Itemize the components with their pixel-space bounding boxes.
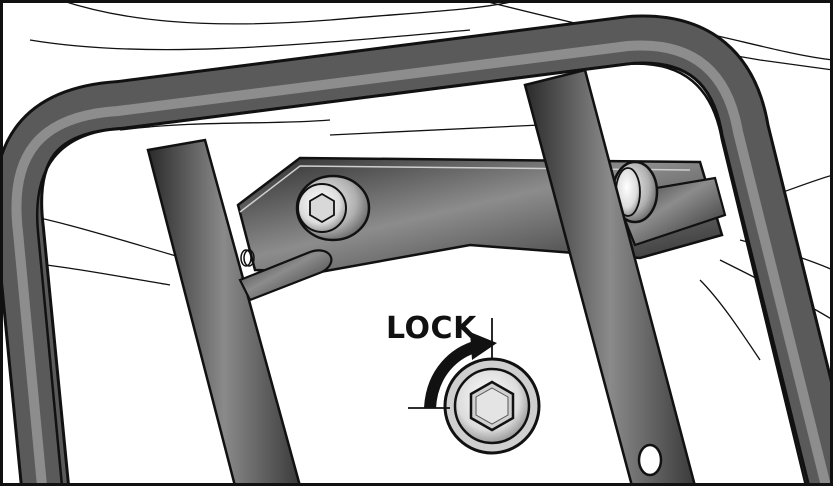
left-vertical-strut	[146, 138, 302, 486]
lock-direction-label: LOCK	[386, 311, 478, 346]
rack-frame-tube	[0, 14, 833, 486]
bracket-bolt-left	[295, 174, 371, 242]
bracket-bolt-right	[611, 160, 659, 224]
locking-bolt	[443, 357, 541, 455]
right-vertical-strut	[523, 68, 697, 486]
clockwise-rotation-arrow-icon	[408, 318, 497, 409]
hex-socket-icon	[469, 380, 515, 432]
spring-washer-icon	[240, 249, 255, 267]
